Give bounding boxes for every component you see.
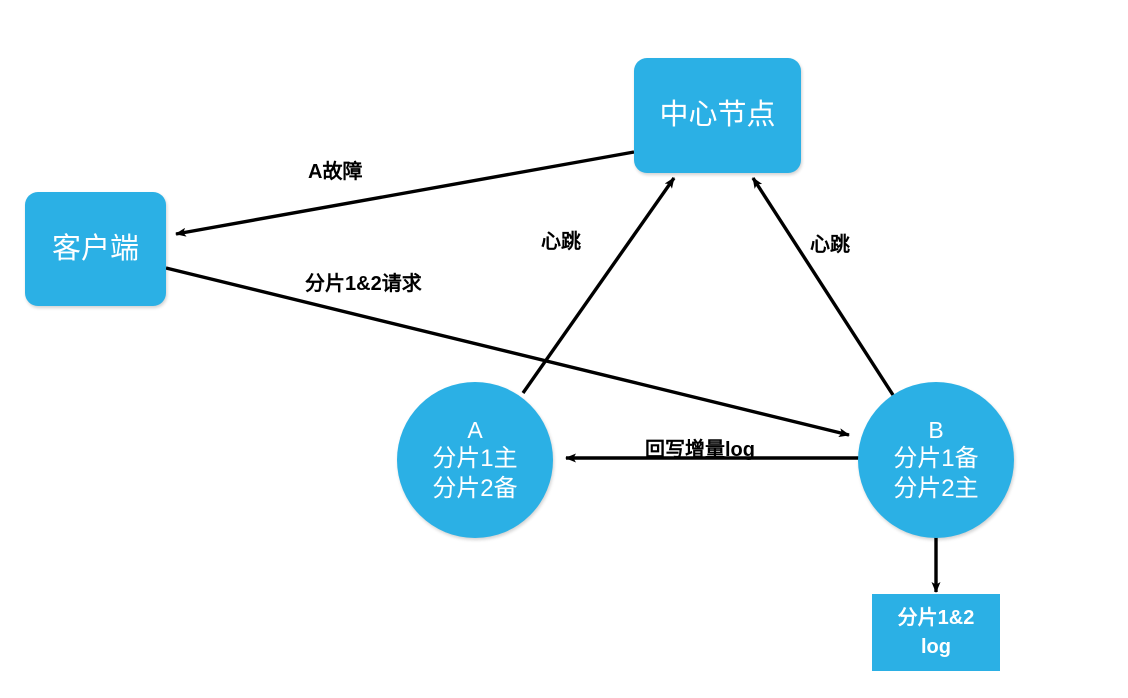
node-b[interactable]: B 分片1备 分片2主 (858, 382, 1014, 538)
node-b-label-2: 分片1备 (893, 445, 979, 473)
node-a[interactable]: A 分片1主 分片2备 (397, 382, 553, 538)
edge-client-to-b (165, 266, 850, 437)
node-a-label-1: A (467, 416, 483, 443)
node-center-node[interactable]: 中心节点 (634, 58, 801, 173)
node-log-store-label-2: log (921, 635, 951, 658)
edge-b-to-center (751, 177, 895, 396)
edge-center-to-client (175, 150, 635, 237)
node-b-label-3: 分片2主 (893, 475, 979, 503)
node-center-node-label-1: 中心节点 (659, 99, 776, 132)
node-log-store-label-1: 分片1&2 (897, 606, 975, 629)
node-b-label-1: B (928, 416, 944, 443)
node-client-label-1: 客户端 (51, 232, 139, 265)
node-a-label-3: 分片2备 (432, 475, 518, 503)
edge-a-to-center (521, 177, 676, 394)
edge-label-writeback-log: 回写增量log (645, 439, 755, 461)
edge-label-a-fault: A故障 (308, 161, 363, 183)
edge-label-heartbeat-a: 心跳 (541, 231, 581, 253)
node-a-label-2: 分片1主 (432, 445, 518, 473)
edge-label-heartbeat-b: 心跳 (810, 234, 850, 256)
edge-label-shard-request: 分片1&2请求 (305, 273, 422, 295)
node-log-store[interactable]: 分片1&2 log (872, 594, 1000, 671)
node-client[interactable]: 客户端 (25, 192, 166, 306)
